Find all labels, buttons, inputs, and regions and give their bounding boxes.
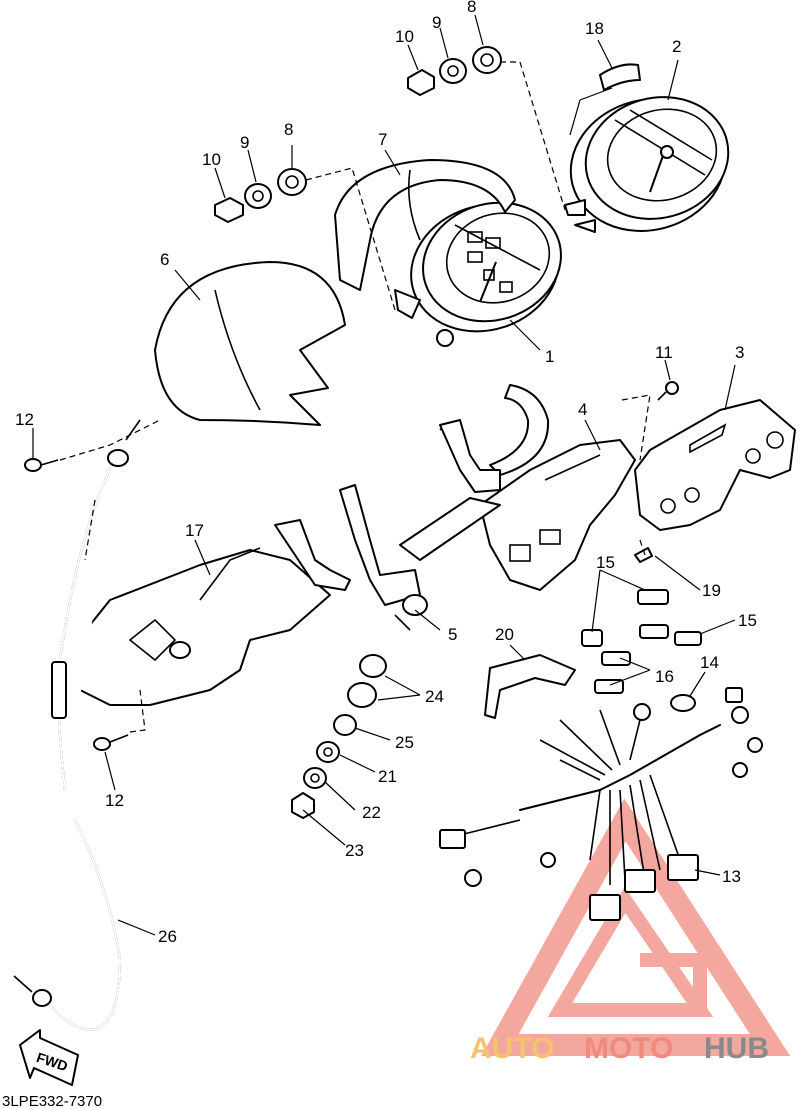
grommet-stack <box>291 654 387 819</box>
assembly-dash-lines <box>59 61 651 733</box>
callout-5: 5 <box>448 625 457 644</box>
meter-bracket-part-3 <box>634 399 796 531</box>
lower-cover-part-17 <box>69 519 351 706</box>
speedometer-part-1 <box>394 201 562 347</box>
fwd-arrow: FWD <box>19 1029 79 1086</box>
meter-stay-part-4 <box>439 424 636 591</box>
bulb-sockets <box>581 381 702 712</box>
tachometer-part-2 <box>564 96 730 233</box>
watermark-logo <box>481 798 791 1056</box>
callout-9-right: 9 <box>432 13 441 32</box>
callout-15-right: 15 <box>738 611 757 630</box>
callout-12-bottom: 12 <box>105 791 124 810</box>
callout-15-top: 15 <box>596 553 615 572</box>
callout-7: 7 <box>378 130 387 149</box>
meter-cover-part-7 <box>334 159 516 291</box>
callout-16: 16 <box>655 667 674 686</box>
leader-lines <box>32 14 736 936</box>
screw-part-12 <box>24 458 129 751</box>
callout-10-left: 10 <box>202 150 221 169</box>
callout-9-left: 9 <box>240 133 249 152</box>
callout-2: 2 <box>672 37 681 56</box>
callout-18: 18 <box>585 19 604 38</box>
watermark-auto: AUTO <box>470 1032 554 1065</box>
clamp-piece <box>439 419 501 493</box>
callout-17: 17 <box>185 521 204 540</box>
callout-22: 22 <box>362 803 381 822</box>
callout-26: 26 <box>158 927 177 946</box>
callout-19: 19 <box>702 581 721 600</box>
callout-numbers: 1 2 3 4 5 6 7 8 8 9 9 10 10 11 12 12 13 … <box>15 0 757 946</box>
clamp-piece <box>489 384 550 476</box>
callout-24: 24 <box>425 687 444 706</box>
callout-1: 1 <box>545 347 554 366</box>
speedometer-cable-part-26 <box>13 419 141 1032</box>
clamp-bolt-part-5 <box>339 484 501 631</box>
watermark-moto: MOTO <box>584 1032 673 1065</box>
callout-4: 4 <box>578 400 587 419</box>
callout-21: 21 <box>378 767 397 786</box>
callout-13: 13 <box>722 867 741 886</box>
seal-part-18 <box>599 63 641 91</box>
callout-25: 25 <box>395 733 414 752</box>
washer-nut-group-left <box>214 168 307 223</box>
wire-harness-part-13 <box>439 687 763 921</box>
damper-part-20 <box>484 654 576 719</box>
diagram-code: 3LPE332-7370 <box>2 1093 102 1109</box>
callout-23: 23 <box>345 841 364 860</box>
callout-11: 11 <box>655 343 673 362</box>
callout-12-top: 12 <box>15 410 34 429</box>
watermark-hub: HUB <box>704 1032 769 1065</box>
callout-8-left: 8 <box>284 120 293 139</box>
watermark-text: AUTO MOTO HUB <box>470 1032 769 1065</box>
callout-8-right: 8 <box>467 0 476 16</box>
meter-cover-part-6 <box>154 261 346 426</box>
callout-14: 14 <box>700 653 719 672</box>
washer-nut-group-right <box>407 46 502 96</box>
callout-3: 3 <box>735 343 744 362</box>
callout-6: 6 <box>160 250 169 269</box>
callout-20: 20 <box>495 625 514 644</box>
callout-10-right: 10 <box>395 27 414 46</box>
